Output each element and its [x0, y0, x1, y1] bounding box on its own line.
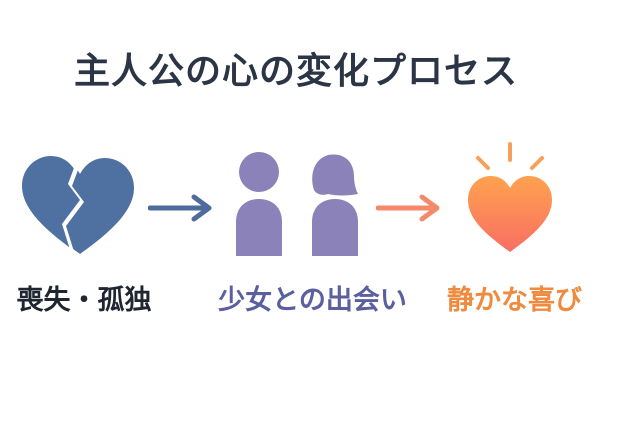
arrow-right-icon: [148, 194, 212, 222]
boy-figure-icon: [236, 152, 282, 256]
stage-label-loss: 喪失・孤独: [16, 285, 152, 316]
page-title: 主人公の心の変化プロセス: [73, 51, 518, 92]
two-people-icon: [236, 152, 358, 256]
broken-heart-icon: [22, 156, 134, 254]
stage-label-meeting: 少女との出会い: [218, 285, 407, 316]
arrow-right-icon: [376, 194, 440, 222]
girl-figure-icon: [312, 154, 358, 256]
glowing-heart-icon: [468, 142, 552, 252]
stage-label-joy: 静かな喜び: [447, 285, 582, 316]
